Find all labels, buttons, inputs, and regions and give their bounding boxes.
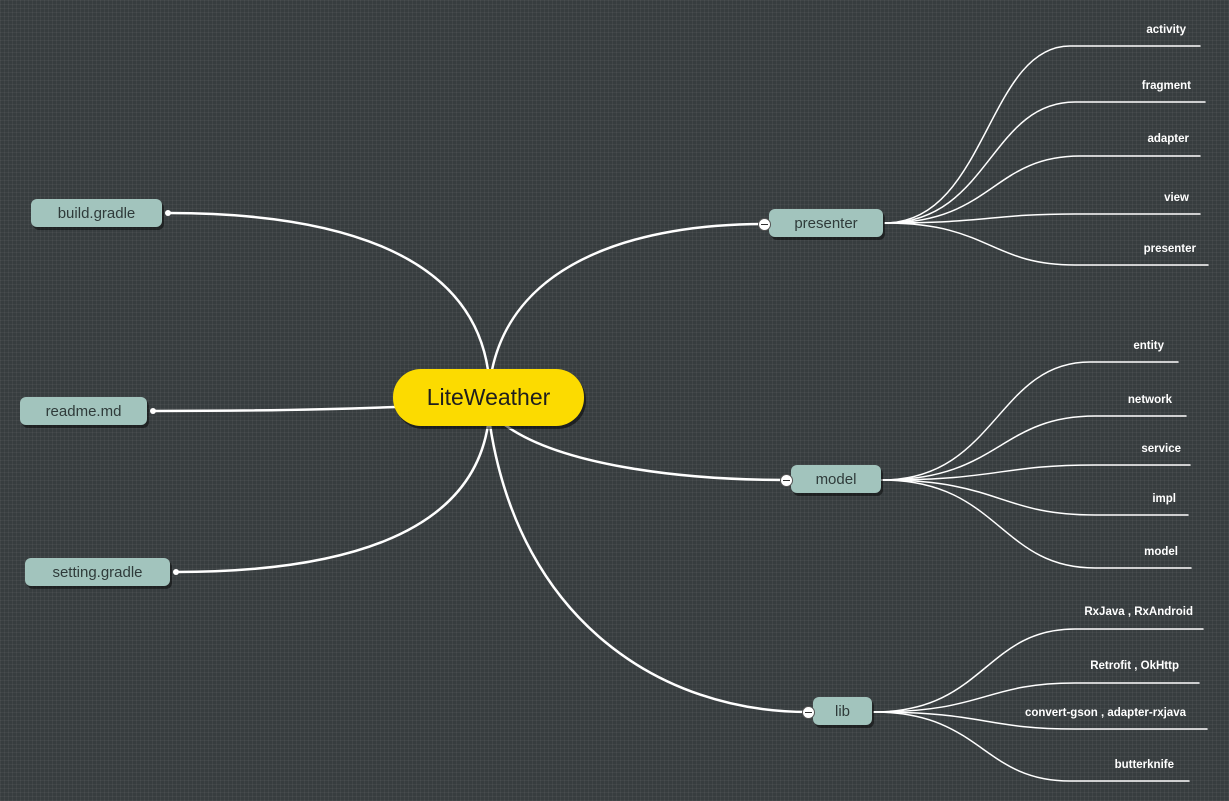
branch-line-lib (488, 423, 810, 714)
leaf-line-1-3 (881, 479, 1189, 516)
leaf-adapter[interactable]: adapter (1147, 133, 1189, 145)
branch-line-build-gradle (166, 211, 490, 372)
leaf-network[interactable]: network (1127, 394, 1172, 406)
connector-dot (165, 210, 171, 216)
connector-dot (173, 569, 179, 575)
leaf-rxjava-rxandroid[interactable]: RxJava , RxAndroid (1084, 606, 1193, 618)
leaf-line-1-0 (881, 361, 1179, 481)
leaf-convert-gson-adapter-rxjava[interactable]: convert-gson , adapter-rxjava (1024, 707, 1186, 719)
leaf-service[interactable]: service (1141, 443, 1181, 455)
leaf-butterknife[interactable]: butterknife (1114, 759, 1174, 771)
node-model[interactable]: model (791, 465, 881, 493)
collapse-toggle-icon[interactable] (779, 473, 793, 487)
leaf-line-0-0 (884, 45, 1201, 224)
node-build-gradle[interactable]: build.gradle (31, 199, 162, 227)
collapse-toggle-icon[interactable] (801, 705, 815, 719)
leaf-activity[interactable]: activity (1146, 24, 1186, 36)
leaf-line-1-2 (881, 464, 1191, 481)
leaf-line-1-4 (881, 479, 1192, 569)
collapse-toggle-icon[interactable] (757, 217, 771, 231)
leaf-fragment[interactable]: fragment (1141, 80, 1191, 92)
leaf-line-0-2 (884, 155, 1201, 224)
leaf-entity[interactable]: entity (1133, 340, 1164, 352)
leaf-presenter[interactable]: presenter (1143, 243, 1196, 255)
leaf-impl[interactable]: impl (1152, 493, 1176, 505)
leaf-line-0-4 (884, 222, 1209, 266)
leaf-line-2-3 (873, 711, 1190, 782)
node-lib[interactable]: lib (813, 697, 872, 725)
root-node[interactable]: LiteWeather (393, 369, 584, 426)
leaf-retrofit-okhttp[interactable]: Retrofit , OkHttp (1090, 660, 1179, 672)
leaf-model[interactable]: model (1144, 546, 1178, 558)
leaf-line-2-0 (873, 628, 1204, 713)
leaf-line-2-1 (873, 682, 1200, 713)
leaf-line-1-1 (881, 415, 1187, 481)
branch-line-presenter (490, 222, 766, 372)
node-readme-md[interactable]: readme.md (20, 397, 147, 425)
branch-line-setting-gradle (174, 423, 490, 574)
connector-dot (150, 408, 156, 414)
leaf-view[interactable]: view (1164, 192, 1189, 204)
node-presenter[interactable]: presenter (769, 209, 883, 237)
leaf-line-2-2 (873, 711, 1208, 730)
leaf-line-0-3 (884, 213, 1201, 224)
branch-line-model (503, 423, 788, 482)
branch-line-readme (151, 405, 397, 413)
leaf-line-0-1 (884, 101, 1206, 224)
node-setting-gradle[interactable]: setting.gradle (25, 558, 170, 586)
